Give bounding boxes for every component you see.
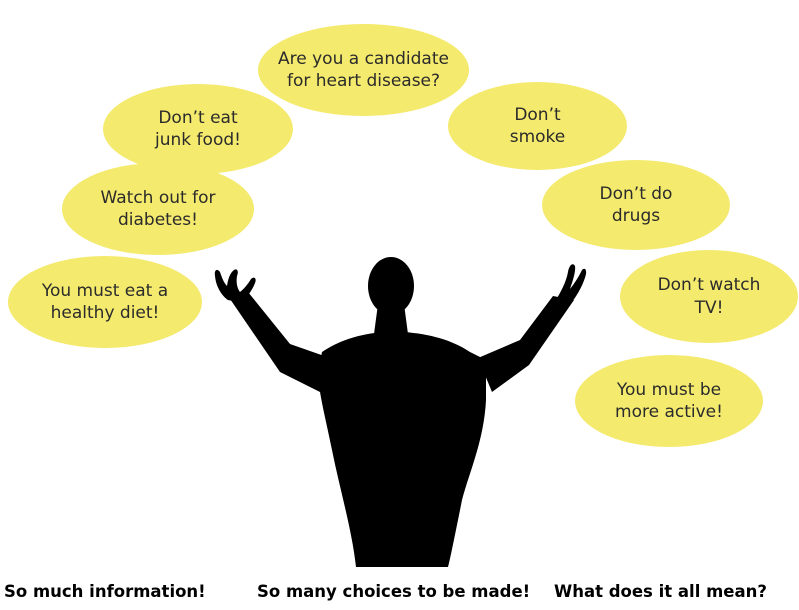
caption-information: So much information! — [4, 582, 206, 601]
speech-bubble-diabetes: Watch out for diabetes! — [62, 163, 254, 255]
bubble-text-line: drugs — [611, 206, 661, 226]
speech-bubble-drugs: Don’t do drugs — [542, 160, 730, 250]
bubble-text-line: Watch out for — [100, 187, 216, 208]
caption-meaning: What does it all mean? — [554, 582, 767, 601]
speech-bubble-tv: Don’t watch TV! — [620, 250, 798, 343]
bubble-text-line: You must eat a — [41, 280, 169, 301]
bubble-text-line: Don’t do — [599, 183, 673, 204]
bubble-text-line: more active! — [615, 402, 723, 422]
bubble-text-line: smoke — [509, 127, 566, 147]
bubble-text-line: junk food! — [155, 130, 241, 150]
caption-choices: So many choices to be made! — [257, 582, 531, 601]
speech-bubble-more-active: You must be more active! — [575, 355, 763, 447]
bubble-text-line: healthy diet! — [50, 303, 160, 323]
bubble-text-line: Don’t — [514, 104, 561, 125]
bubble-text-line: Are you a candidate — [278, 48, 449, 69]
bubble-text-line: diabetes! — [118, 210, 198, 230]
speech-bubble-smoke: Don’t smoke — [448, 82, 627, 170]
bubble-text-line: for heart disease? — [286, 71, 441, 91]
bubble-text-line: Don’t eat — [158, 107, 238, 128]
bubble-text-line: Don’t watch — [657, 275, 761, 296]
bubble-text-line: TV! — [694, 297, 724, 318]
speech-bubble-healthy-diet: You must eat a healthy diet! — [8, 256, 202, 348]
bubble-text-line: You must be — [616, 379, 722, 400]
speech-bubble-junk-food: Don’t eat junk food! — [103, 84, 293, 174]
speech-bubble-heart-disease: Are you a candidate for heart disease? — [258, 24, 469, 116]
